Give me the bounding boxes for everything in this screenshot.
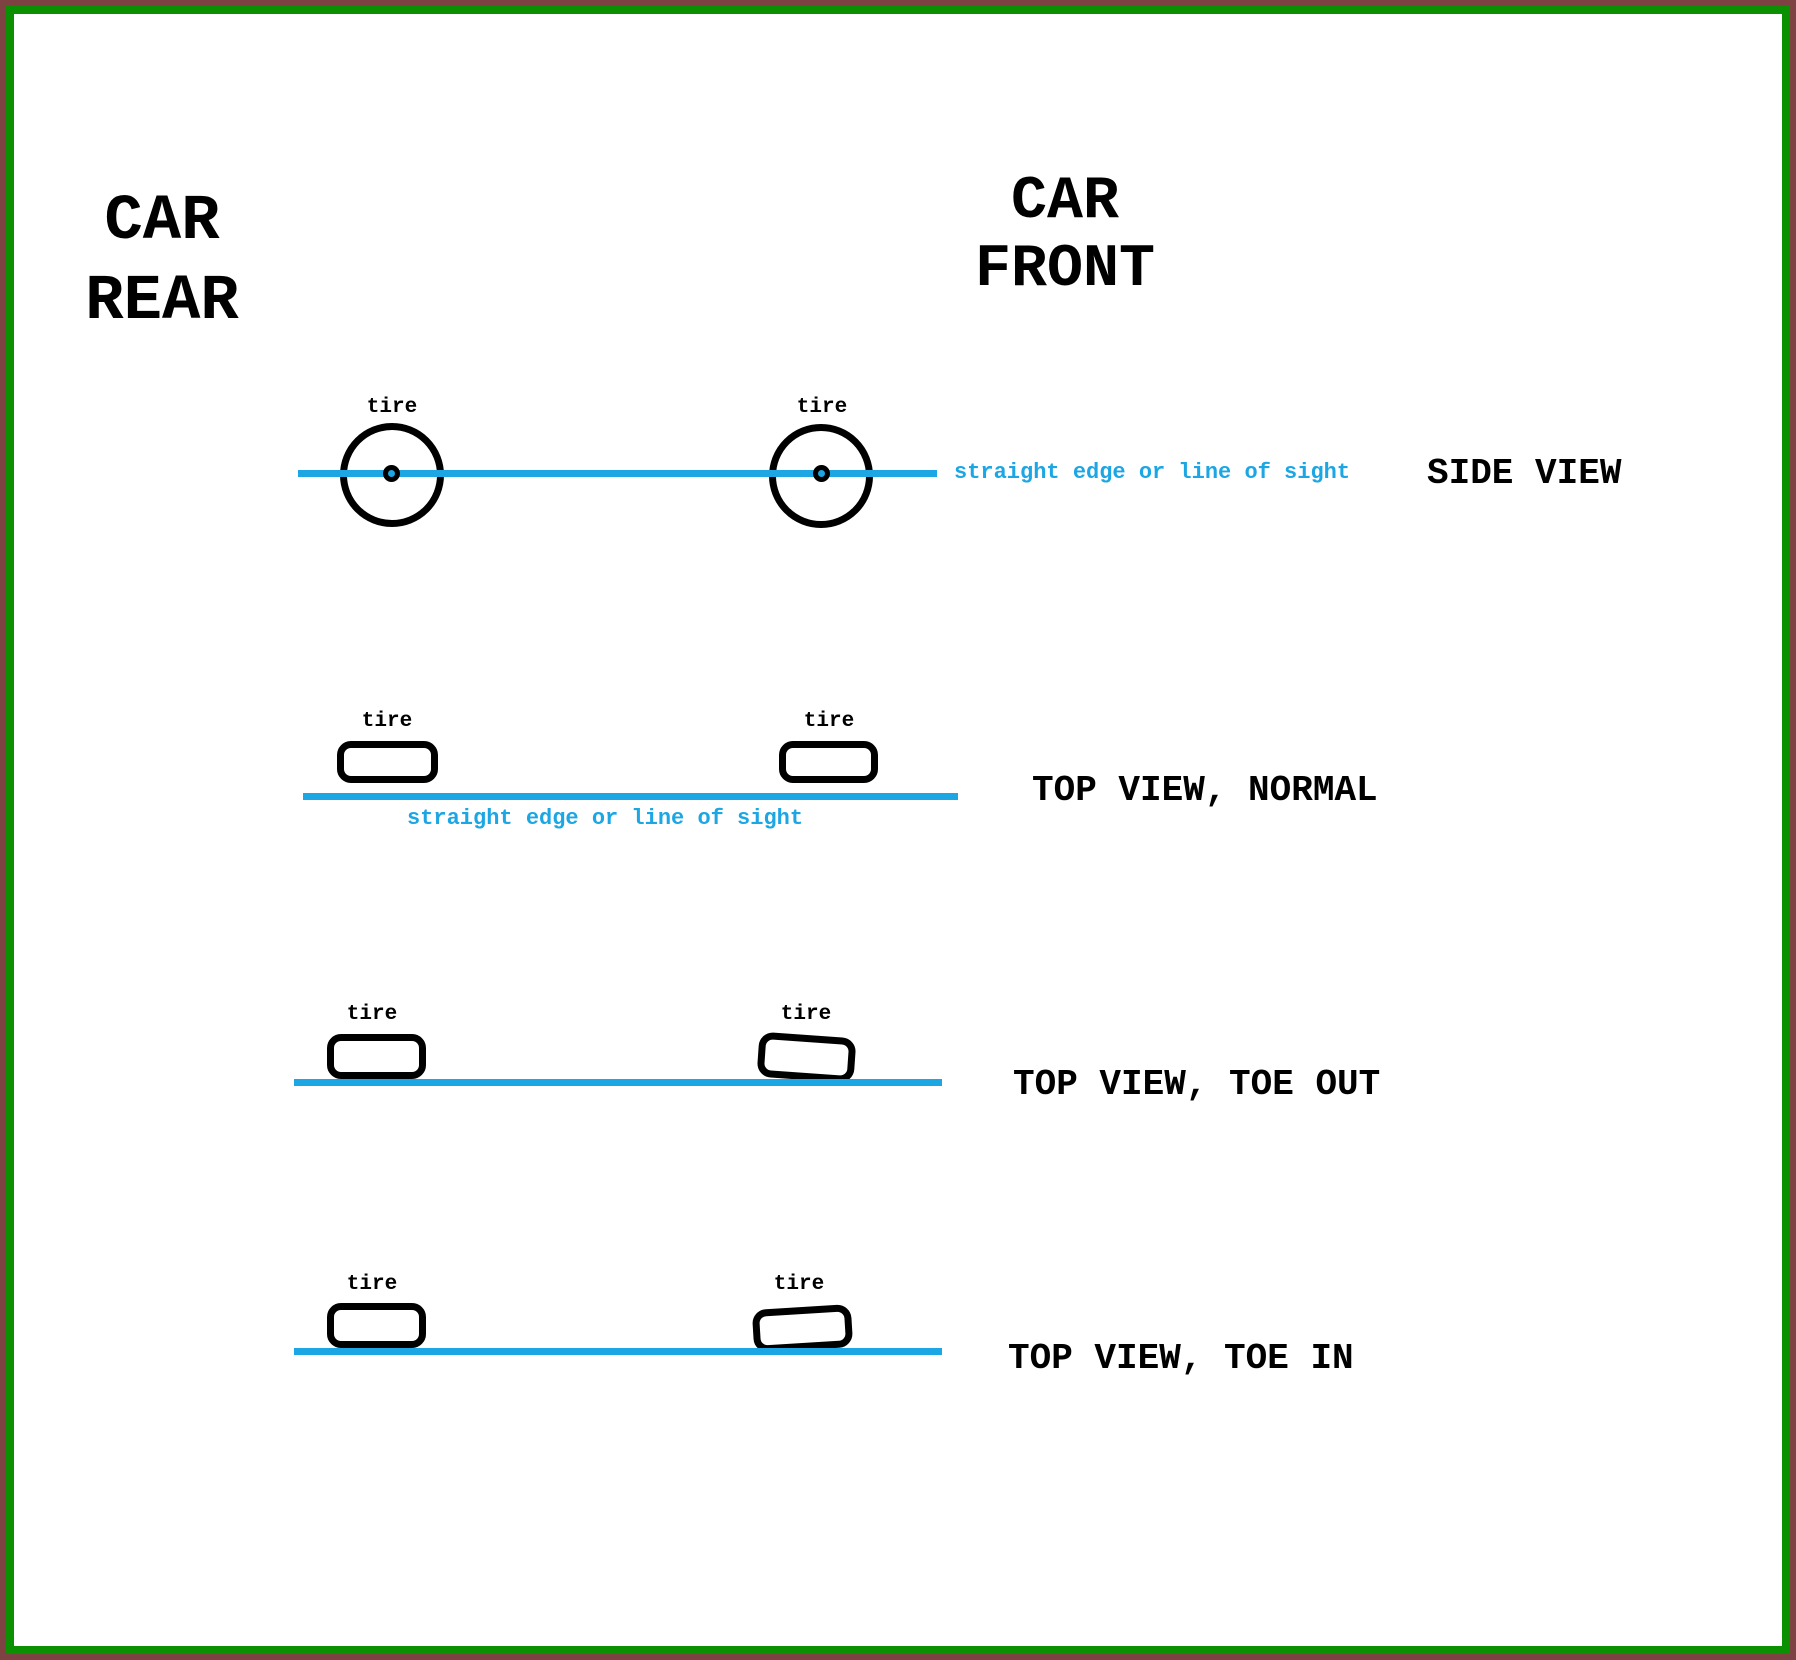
tire-label-side-right: tire xyxy=(796,396,848,419)
view-label-toe-out: TOP VIEW, TOE OUT xyxy=(1013,1064,1381,1105)
tire-toe-in-right-icon xyxy=(751,1304,854,1353)
tire-label-side-left: tire xyxy=(366,396,418,419)
tire-label-toe-in-left: tire xyxy=(346,1273,398,1296)
inner-green-frame xyxy=(6,6,1790,1654)
heading-car-rear: CAR REAR xyxy=(67,182,257,342)
sightline-toe-out xyxy=(294,1079,942,1086)
axle-center-dot-right-icon xyxy=(813,465,830,482)
tire-top-normal-right-icon xyxy=(779,741,878,783)
sightline-side-view xyxy=(298,470,937,477)
heading-car-front-line1: CAR xyxy=(1010,168,1120,236)
view-label-side-view: SIDE VIEW xyxy=(1427,453,1622,494)
sightline-toe-in xyxy=(294,1348,942,1355)
tire-label-toe-in-right: tire xyxy=(773,1273,825,1296)
heading-car-front-line2: FRONT xyxy=(974,236,1156,304)
heading-car-front: CAR FRONT xyxy=(965,168,1165,304)
view-label-toe-in: TOP VIEW, TOE IN xyxy=(1008,1338,1354,1379)
tire-toe-in-left-icon xyxy=(327,1303,426,1348)
view-label-top-normal: TOP VIEW, NORMAL xyxy=(1032,770,1378,811)
heading-car-rear-line1: CAR xyxy=(104,186,220,258)
tire-label-toe-out-left: tire xyxy=(346,1003,398,1026)
heading-car-rear-line2: REAR xyxy=(85,266,239,338)
tire-top-normal-left-icon xyxy=(337,741,438,783)
tire-toe-out-left-icon xyxy=(327,1034,426,1079)
tire-label-normal-right: tire xyxy=(803,710,855,733)
axle-center-dot-left-icon xyxy=(383,465,400,482)
tire-toe-out-right-icon xyxy=(756,1031,857,1084)
tire-label-normal-left: tire xyxy=(361,710,413,733)
sightline-annotation-side-view: straight edge or line of sight xyxy=(954,460,1351,485)
sightline-top-normal xyxy=(303,793,958,800)
sightline-annotation-top-normal: straight edge or line of sight xyxy=(407,806,804,831)
tire-label-toe-out-right: tire xyxy=(780,1003,832,1026)
